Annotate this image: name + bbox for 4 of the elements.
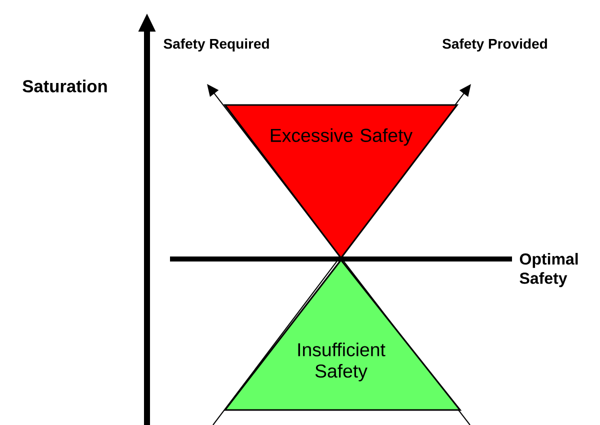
axis-label: Optimal Safety xyxy=(520,252,578,288)
axis-label: Saturation xyxy=(22,80,107,92)
axis-label: Safety Required xyxy=(164,38,269,52)
axis-label: Safety Provided xyxy=(442,38,547,52)
